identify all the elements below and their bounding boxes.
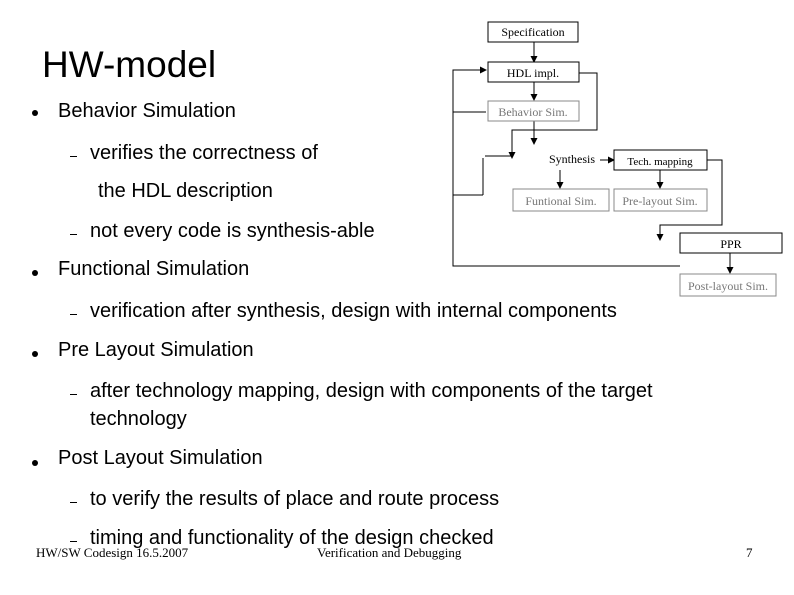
postlayout-sim-box: Post-layout Sim. (688, 279, 768, 293)
dash-icon (70, 234, 77, 235)
sub-bullet-after-synthesis: verification after synthesis, design wit… (90, 300, 617, 322)
sub-bullet-hdl-description: the HDL description (98, 180, 273, 202)
functional-sim-box: Funtional Sim. (525, 194, 596, 208)
page-number: 7 (746, 545, 753, 560)
dash-icon (70, 314, 77, 315)
hdl-impl-box: HDL impl. (507, 66, 559, 80)
footer-left: HW/SW Codesign 16.5.2007 (36, 545, 189, 560)
sub-bullet-after-tech-mapping: after technology mapping, design with co… (90, 380, 653, 402)
tech-mapping-box: Tech. mapping (627, 156, 693, 168)
bullet-dot (32, 270, 38, 276)
dash-icon (70, 156, 77, 157)
dash-icon (70, 502, 77, 503)
bullet-post-layout-simulation: Post Layout Simulation (58, 447, 263, 469)
dash-icon (70, 394, 77, 395)
slide-title: HW-model (42, 44, 217, 85)
prelayout-sim-box: Pre-layout Sim. (622, 194, 697, 208)
dash-icon (70, 541, 77, 542)
specification-box: Specification (501, 25, 564, 39)
sub-bullet-synthesis-able: not every code is synthesis-able (90, 220, 375, 242)
synthesis-node: Synthesis (549, 152, 595, 166)
bullet-dot (32, 351, 38, 357)
bullet-dot (32, 460, 38, 466)
behavior-sim-box: Behavior Sim. (498, 105, 567, 119)
ppr-box: PPR (720, 237, 741, 251)
footer-center: Verification and Debugging (317, 545, 462, 560)
bullet-functional-simulation: Functional Simulation (58, 258, 250, 280)
bullet-dot (32, 110, 38, 116)
bullet-pre-layout-simulation: Pre Layout Simulation (58, 339, 254, 361)
sub-bullet-verifies: verifies the correctness of (90, 142, 318, 164)
sub-bullet-technology: technology (90, 408, 187, 430)
sub-bullet-timing: timing and functionality of the design c… (90, 527, 494, 549)
sub-bullet-place-route: to verify the results of place and route… (90, 488, 500, 510)
bullet-behavior-simulation: Behavior Simulation (58, 100, 236, 122)
